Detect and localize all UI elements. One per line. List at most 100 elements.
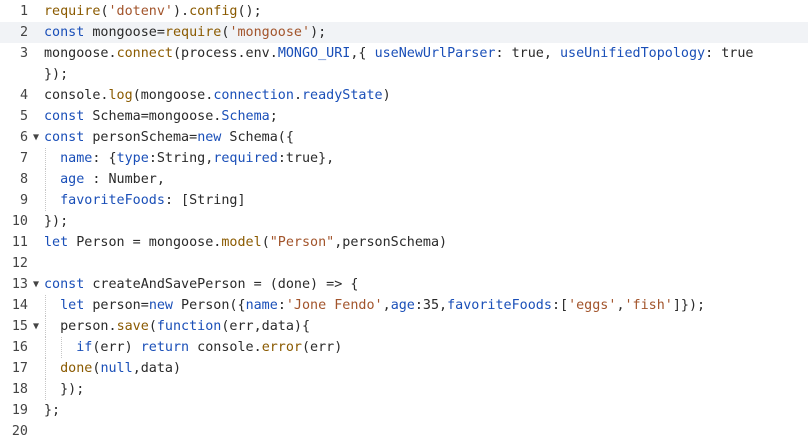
code-token: favoriteFoods: [60, 193, 165, 208]
code-line[interactable]: 18 });: [0, 379, 808, 400]
code-token: age: [390, 298, 415, 313]
code-token: ,data): [132, 361, 182, 376]
code-line[interactable]: 17 done(null,data): [0, 358, 808, 379]
line-number: 15: [11, 319, 28, 334]
code-token: age: [60, 172, 85, 187]
code-token: return: [140, 340, 190, 355]
code-line[interactable]: 13▼const createAndSavePerson = (done) =>…: [0, 274, 808, 295]
code-token: Schema: [221, 109, 270, 124]
line-code: });: [44, 211, 68, 232]
code-token: log: [108, 88, 133, 103]
code-token: ): [382, 88, 391, 103]
code-token: [44, 172, 60, 187]
indent-guide: [45, 379, 46, 400]
code-line[interactable]: 19};: [0, 400, 808, 421]
code-token: (: [148, 319, 157, 334]
code-token: ,{: [350, 46, 375, 61]
line-code: const createAndSavePerson = (done) => {: [44, 274, 358, 295]
code-token: model: [221, 235, 262, 250]
code-line[interactable]: 8 age : Number,: [0, 169, 808, 190]
code-token: new: [148, 298, 173, 313]
code-token: console.: [189, 340, 262, 355]
code-line[interactable]: 20: [0, 421, 808, 442]
code-token: ).: [173, 4, 190, 19]
code-line[interactable]: 10});: [0, 211, 808, 232]
code-line[interactable]: 6▼const personSchema=new Schema({: [0, 127, 808, 148]
code-token: if: [76, 340, 93, 355]
line-code: };: [44, 400, 60, 421]
code-token: });: [44, 67, 69, 82]
line-code: mongoose.connect(process.env.MONGO_URI,{…: [44, 43, 754, 64]
line-code: });: [44, 379, 84, 400]
code-token: :: [277, 298, 286, 313]
code-token: type: [116, 151, 149, 166]
line-number: 4: [19, 88, 28, 103]
line-number: 2: [19, 25, 28, 40]
code-token: :[: [551, 298, 569, 313]
code-token: config: [189, 4, 238, 19]
code-token: name: [60, 151, 93, 166]
code-line[interactable]: 4 console.log(mongoose.connection.readySt…: [0, 85, 808, 106]
line-number: 9: [19, 193, 28, 208]
code-token: const: [44, 277, 85, 292]
line-number: 7: [19, 151, 28, 166]
code-token: Person({: [173, 298, 246, 313]
code-line[interactable]: 16 if(err) return console.error(err): [0, 337, 808, 358]
code-token: });: [44, 382, 85, 397]
code-line[interactable]: 7 name: {type:String,required:true},: [0, 148, 808, 169]
fold-toggle-icon[interactable]: ▼: [32, 279, 40, 290]
code-line[interactable]: 9 favoriteFoods: [String]: [0, 190, 808, 211]
code-line[interactable]: });: [0, 64, 808, 85]
code-token: 'mongoose': [229, 25, 311, 40]
code-token: MONGO_URI: [277, 46, 351, 61]
code-token: person=: [84, 298, 149, 313]
line-number: 17: [11, 361, 28, 376]
code-token: ();: [237, 4, 262, 19]
code-token: Schema=mongoose.: [84, 109, 222, 124]
code-token: required: [213, 151, 278, 166]
code-token: const: [44, 109, 85, 124]
code-token: 'dotenv': [108, 4, 174, 19]
code-token: ]});: [672, 298, 706, 313]
code-token: [44, 193, 60, 208]
line-code: favoriteFoods: [String]: [44, 190, 245, 211]
code-token: createAndSavePerson = (done) => {: [84, 277, 359, 292]
code-token: (: [100, 4, 109, 19]
code-token: let: [60, 298, 85, 313]
code-line[interactable]: 12: [0, 253, 808, 274]
code-token: console.: [44, 88, 109, 103]
indent-guide: [45, 316, 46, 337]
fold-toggle-icon[interactable]: ▼: [32, 132, 40, 143]
code-token: let: [44, 235, 69, 250]
code-line[interactable]: 3 mongoose.connect(process.env.MONGO_URI,…: [0, 43, 808, 64]
fold-toggle-icon[interactable]: ▼: [32, 321, 40, 332]
code-token: useUnifiedTopology: [560, 46, 706, 61]
code-token: (: [221, 25, 230, 40]
code-token: };: [44, 403, 61, 418]
line-code: console.log(mongoose.connection.readySta…: [44, 85, 391, 106]
code-token: :35,: [414, 298, 448, 313]
code-line[interactable]: 14 let person=new Person({name:'Jone Fen…: [0, 295, 808, 316]
code-line[interactable]: 15▼ person.save(function(err,data){: [0, 316, 808, 337]
line-number: 19: [11, 403, 28, 418]
code-token: : {: [92, 151, 117, 166]
indent-guide: [45, 295, 46, 316]
code-token: personSchema=: [84, 130, 198, 145]
code-token: });: [44, 214, 69, 229]
line-code: const Schema=mongoose.Schema;: [44, 106, 278, 127]
line-code: if(err) return console.error(err): [44, 337, 342, 358]
code-token: (mongoose.: [132, 88, 214, 103]
line-number: 3: [19, 46, 28, 61]
indent-guide: [45, 148, 46, 169]
code-token: : true,: [495, 46, 560, 61]
code-token: null: [100, 361, 133, 376]
code-token: (err,data){: [221, 319, 311, 334]
code-token: require: [164, 25, 222, 40]
code-token: save: [116, 319, 149, 334]
code-token: :true},: [277, 151, 335, 166]
